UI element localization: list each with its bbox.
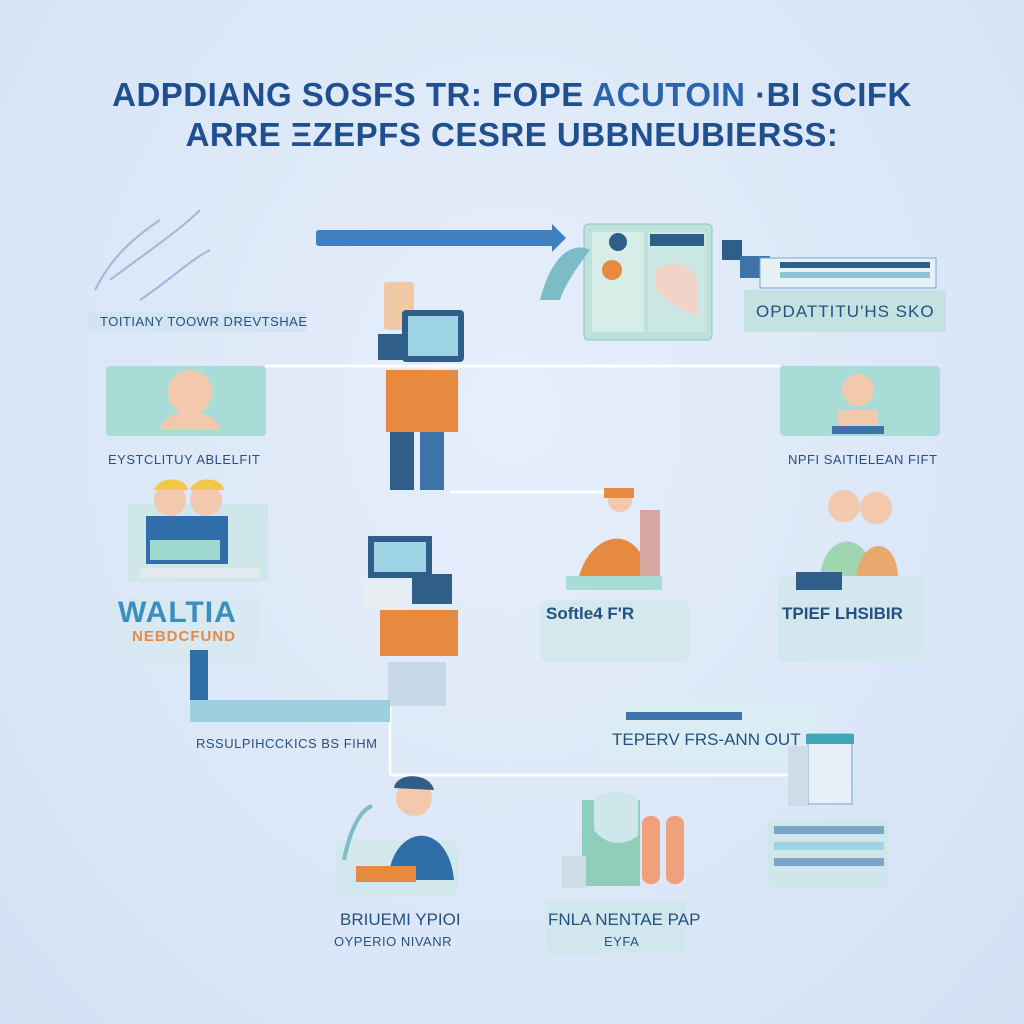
label-watermark-sub: NEBDCFUND	[132, 628, 236, 645]
label-bottom-mid-2: EYFA	[604, 934, 640, 949]
label-watermark-big: WALTIA	[118, 596, 237, 629]
label-tpief: TPIEF LHSIBIR	[782, 604, 903, 623]
top-right-machine-icon	[722, 240, 946, 332]
diagram-title-line2: ARRE ΞZEPFS CESRE UBBNEUBIERSS:	[185, 116, 839, 153]
top-center-panel-icon	[540, 223, 713, 341]
right-lower-panel-icon	[600, 700, 888, 888]
label-top-right: OPDATTITU'HS SKO	[756, 302, 935, 321]
diagram-title-line1: ADPDIANG SOSFS TR: FOPE ACUTOIN ·BI SCIF…	[112, 76, 912, 113]
seated-patient-figure	[540, 488, 690, 662]
center-computer-icon	[190, 536, 458, 722]
label-bottom-mid-1: FNLA NENTAE PAP	[548, 910, 701, 929]
bottom-center-device-icon	[546, 792, 686, 954]
label-mid-left: EYSTCLITUY ABLELFIT	[108, 452, 261, 467]
label-tepepv: TEPERV FRS-ANN OUT	[612, 730, 801, 749]
label-mid-right: NPFI SAITIELEAN FIFT	[788, 452, 938, 467]
mid-right-patient-card	[780, 366, 940, 436]
top-arrow	[316, 224, 566, 252]
connector-lines	[265, 364, 790, 777]
label-softlef: Softle4 F'R	[546, 604, 635, 623]
label-bottom-left-2: OYPERIO NIVANR	[334, 934, 453, 949]
mid-left-patient-card	[106, 366, 266, 436]
top-left-sketch-icon	[94, 209, 211, 301]
left-caregivers-figure	[128, 479, 268, 582]
couple-figure	[778, 490, 926, 662]
label-bottom-left-1: BRIUEMI YPIOI	[340, 910, 461, 929]
central-worker-figure	[378, 282, 464, 490]
label-top-left: TOITIANY TOOWR DREVTSHAE	[100, 314, 308, 329]
bottom-left-worker-figure	[336, 776, 458, 896]
label-rsulph: RSSULPIHCCKICS BS FIHM	[196, 736, 378, 751]
